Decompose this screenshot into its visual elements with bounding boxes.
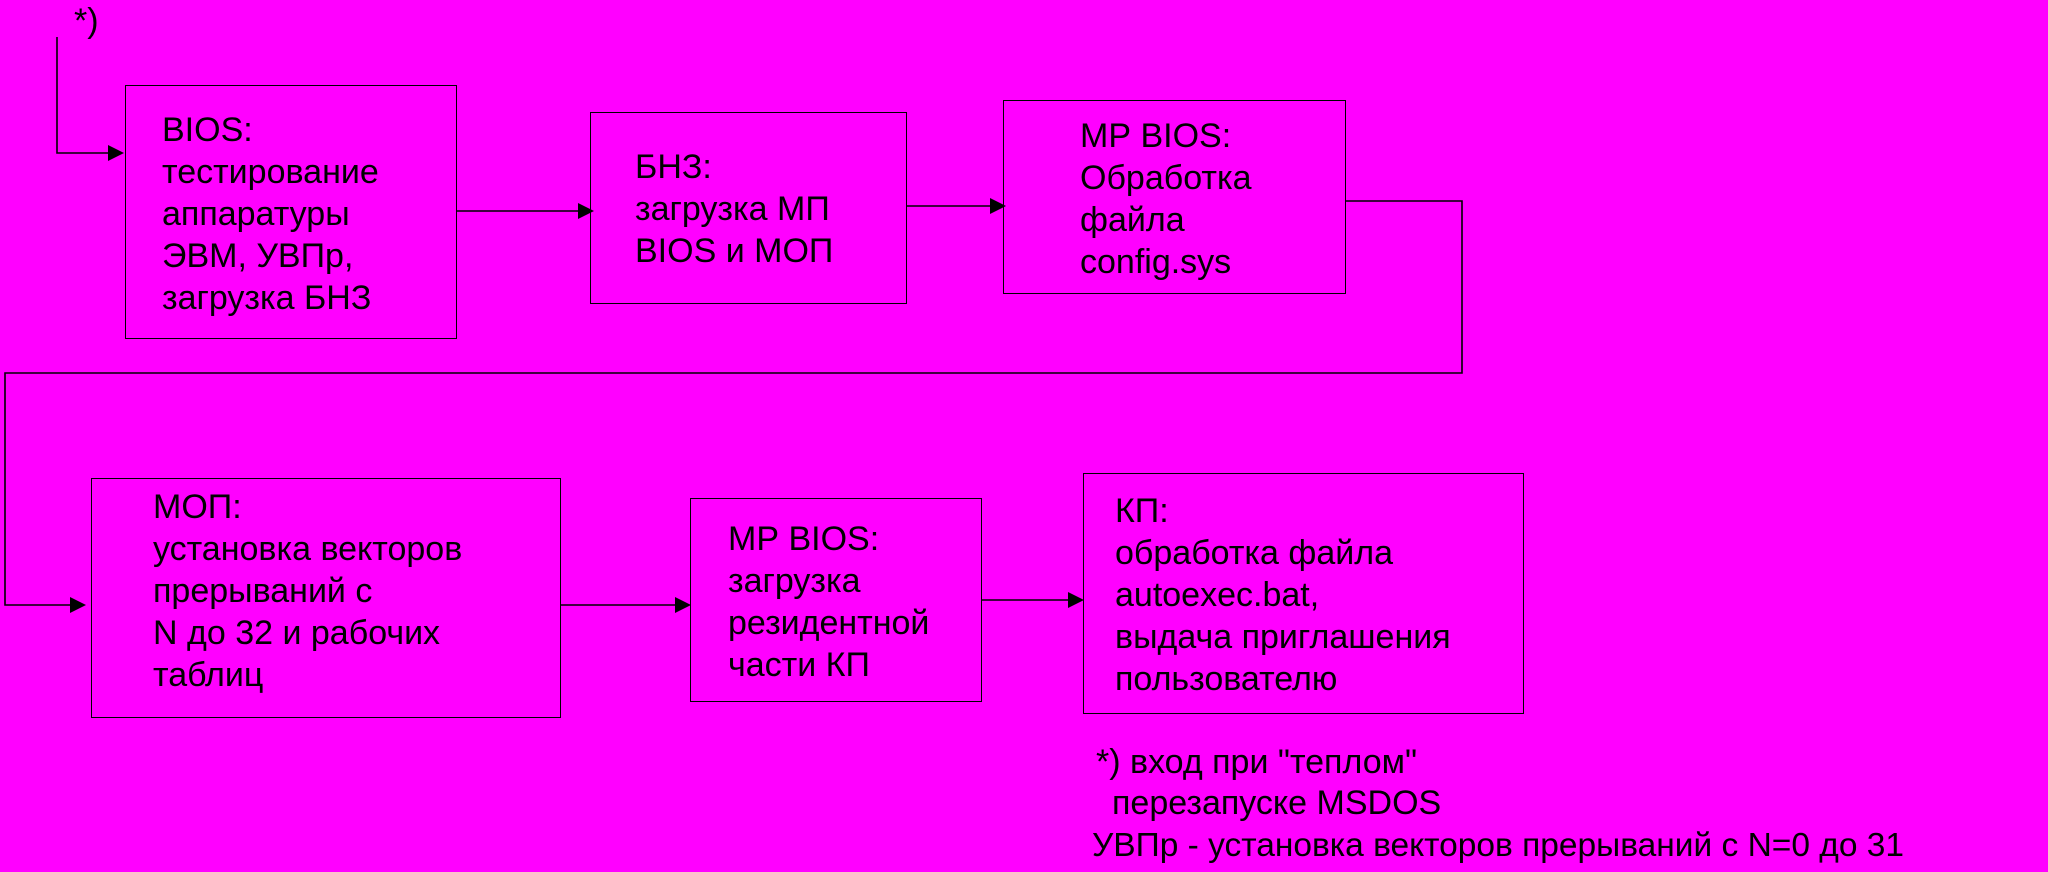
box-bnz-load-text: БНЗ: загрузка МП BIOS и МОП	[635, 146, 833, 272]
box-line: выдача приглашения	[1115, 618, 1451, 656]
box-line: части КП	[728, 646, 870, 684]
arrowhead-mpbios-to-mop	[70, 597, 86, 613]
box-line: BIOS и МОП	[635, 232, 834, 270]
arrowhead-resident-to-kp	[1068, 592, 1084, 608]
box-bios-test	[125, 85, 457, 339]
note-warm-restart-line2: перезапуске MSDOS	[1112, 784, 1442, 822]
box-line: установка векторов	[153, 530, 463, 568]
box-line: таблиц	[153, 656, 264, 694]
note-uvpr-definition: УВПр - установка векторов прерываний с N…	[1092, 827, 1905, 864]
footnote-marker: *)	[74, 2, 99, 40]
box-line: загрузка	[728, 562, 861, 600]
connector-mpbios-to-mop	[4, 200, 1463, 606]
box-line: загрузка БНЗ	[162, 279, 372, 317]
arrowhead-bios-to-bnz	[578, 203, 594, 219]
box-mop-vectors	[91, 478, 561, 718]
box-line: аппаратуры	[162, 195, 350, 233]
box-mop-vectors-text: МОП: установка векторов прерываний с N д…	[153, 486, 462, 696]
box-line: пользователю	[1115, 660, 1338, 698]
box-bios-test-text: BIOS: тестирование аппаратуры ЭВМ, УВПр,…	[162, 109, 379, 319]
note-warm-restart-line1: *) вход при "теплом"	[1096, 743, 1418, 781]
box-line: МР BIOS:	[1080, 117, 1232, 155]
box-line: ЭВМ, УВПр,	[162, 237, 354, 275]
box-mp-bios-config-text: МР BIOS: Обработка файла config.sys	[1080, 115, 1251, 283]
box-line: обработка файла	[1115, 534, 1394, 572]
arrowhead-mop-to-resident	[675, 597, 691, 613]
box-line: МОП:	[153, 488, 242, 526]
connector-entry	[56, 37, 108, 154]
box-line: config.sys	[1080, 243, 1232, 281]
box-line: резидентной	[728, 604, 930, 642]
box-line: Обработка	[1080, 159, 1252, 197]
box-line: МР BIOS:	[728, 520, 880, 558]
box-line: загрузка МП	[635, 190, 830, 228]
box-kp-autoexec	[1083, 473, 1524, 714]
arrowhead-entry	[108, 145, 124, 161]
box-line: БНЗ:	[635, 148, 712, 186]
box-bnz-load	[590, 112, 907, 304]
box-kp-autoexec-text: КП: обработка файла autoexec.bat, выдача…	[1115, 490, 1451, 700]
box-mp-bios-resident	[690, 498, 982, 702]
box-line: файла	[1080, 201, 1185, 239]
box-line: КП:	[1115, 492, 1169, 530]
arrowhead-bnz-to-mpbios	[990, 198, 1006, 214]
box-line: тестирование	[162, 153, 379, 191]
box-line: autoexec.bat,	[1115, 576, 1320, 614]
box-mp-bios-config	[1003, 100, 1346, 294]
box-line: BIOS:	[162, 111, 253, 149]
box-line: N до 32 и рабочих	[153, 614, 441, 652]
box-mp-bios-resident-text: МР BIOS: загрузка резидентной части КП	[728, 518, 929, 686]
box-line: прерываний с	[153, 572, 373, 610]
